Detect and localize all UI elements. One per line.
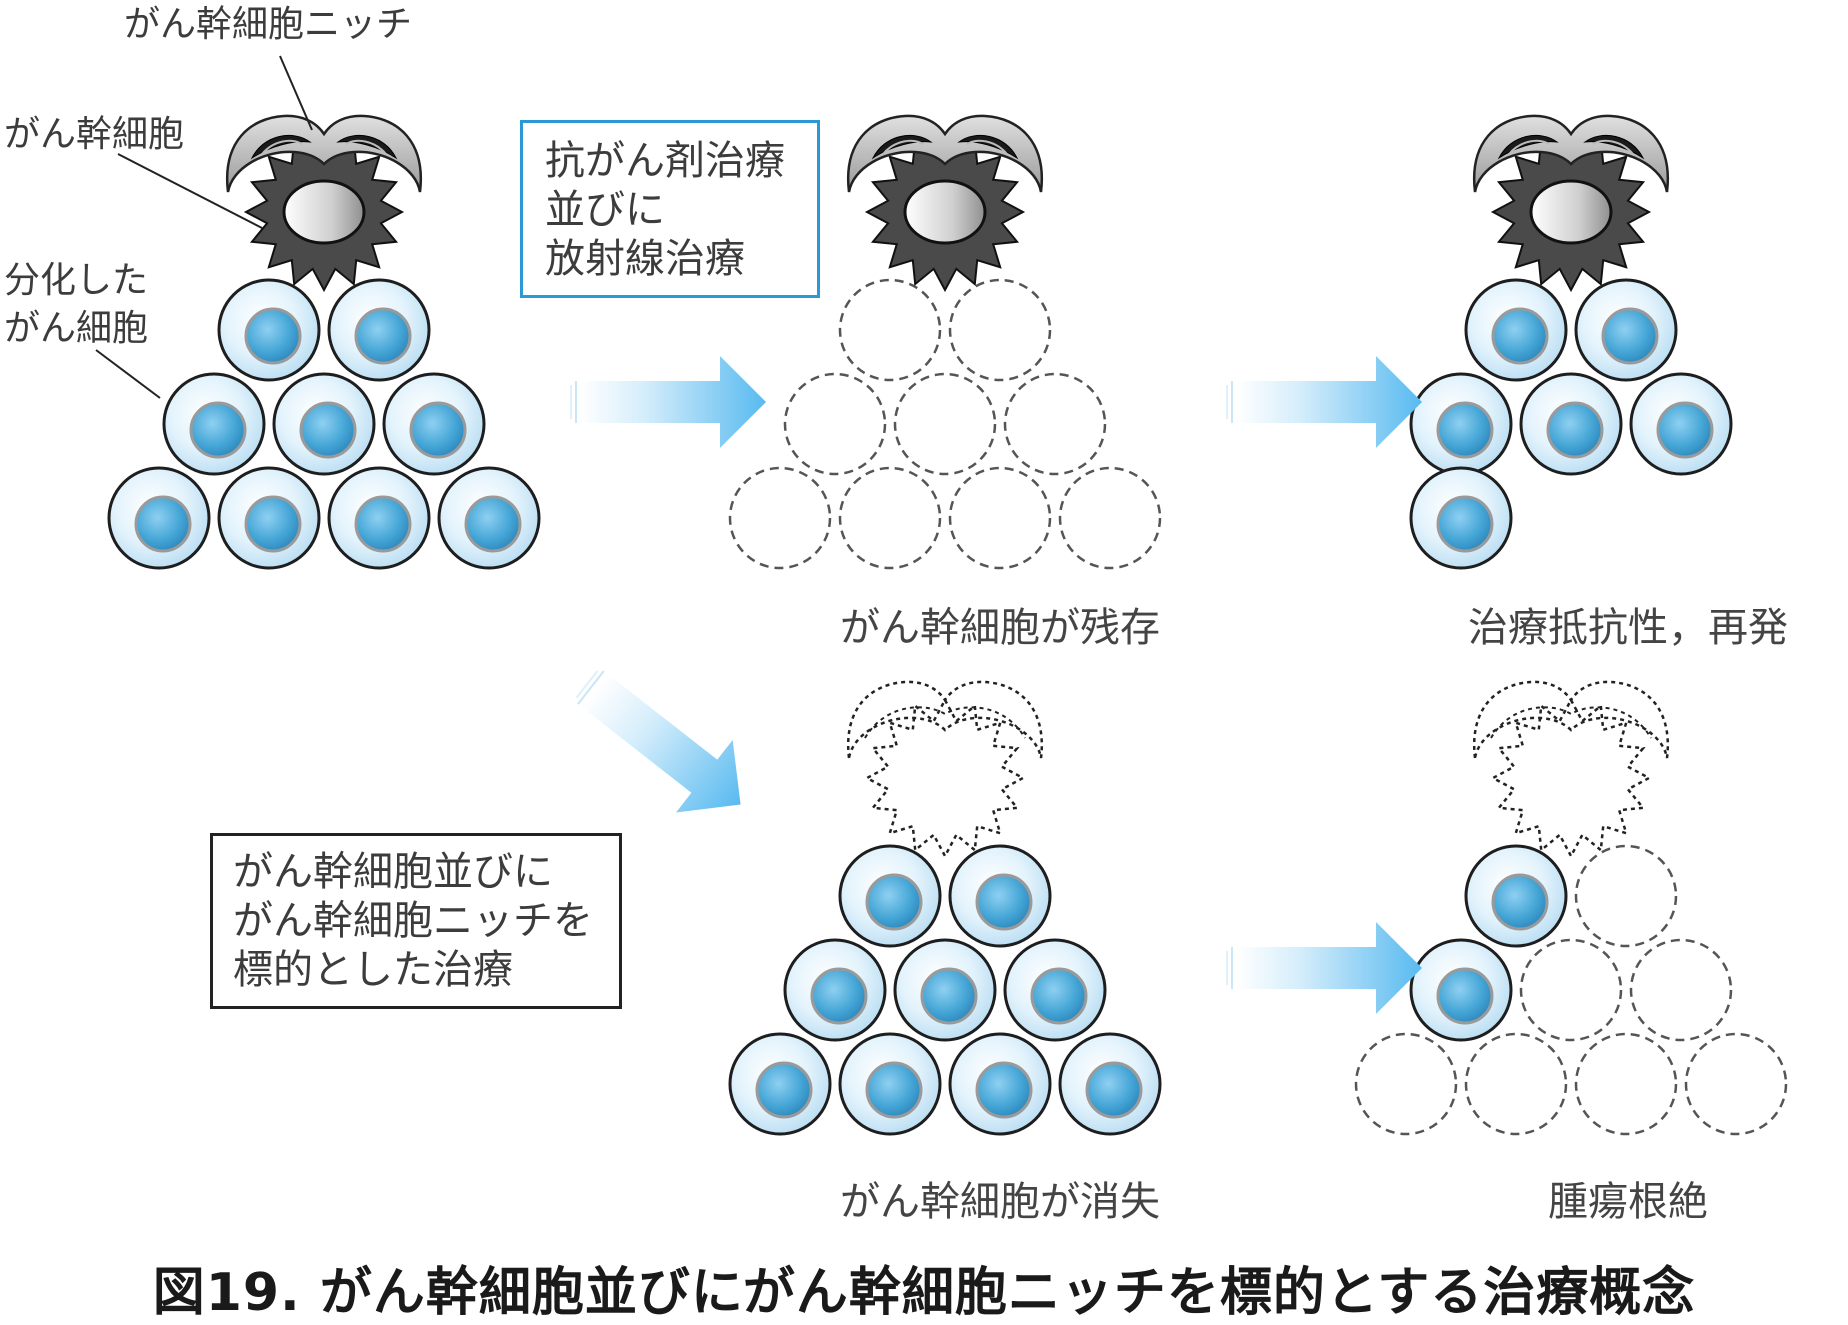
eliminated-niche [846, 680, 1044, 759]
arrow-targeted-therapy [575, 670, 741, 813]
remaining-differentiated-cell [1058, 1032, 1162, 1136]
destroyed-cell [948, 278, 1052, 382]
destroyed-cell [1003, 372, 1107, 476]
conventional-treatment-line-3: 放射線治療 [545, 236, 745, 282]
differentiated-cell [107, 466, 211, 570]
relapsed-cell [1409, 372, 1513, 476]
targeted-treatment-box: がん幹細胞並びに がん幹細胞ニッチを 標的とした治療 [210, 833, 622, 1009]
destroyed-cell [948, 466, 1052, 570]
relapsed-cell [1464, 278, 1568, 382]
caption-tumor-eradication: 腫瘍根絶 [1548, 1179, 1708, 1225]
differentiated-cell [327, 466, 431, 570]
relapsed-cell [1519, 372, 1623, 476]
relapse-stem-cell [1490, 131, 1652, 293]
label-stem-cell: がん幹細胞 [4, 114, 185, 155]
arrow-to-relapse [1226, 356, 1422, 448]
caption-stem-cell-remains: がん幹細胞が残存 [840, 605, 1160, 651]
residual-cell [1409, 938, 1513, 1042]
targeted-treatment-line-1: がん幹細胞並びに [233, 849, 553, 895]
differentiated-cell [217, 278, 321, 382]
eradicated-cell [1629, 938, 1733, 1042]
residual-cell [1464, 844, 1568, 948]
eradicated-cell [1574, 1032, 1678, 1136]
eliminated-niche [1472, 680, 1670, 759]
relapse-niche [1472, 114, 1670, 193]
arrow-conventional-therapy [570, 356, 766, 448]
stem-cell-niche [225, 114, 423, 193]
differentiated-cell [162, 372, 266, 476]
eradicated-cell [1464, 1032, 1568, 1136]
remaining-differentiated-cell [783, 938, 887, 1042]
conventional-treatment-box: 抗がん剤治療 並びに 放射線治療 [520, 120, 820, 298]
remaining-differentiated-cell [1003, 938, 1107, 1042]
eliminated-stem-cell [1490, 697, 1652, 859]
relapsed-cell [1629, 372, 1733, 476]
destroyed-cell [838, 278, 942, 382]
niche-leader-line [279, 55, 313, 131]
eradicated-cell [1684, 1032, 1788, 1136]
arrow-to-eradication [1226, 922, 1422, 1014]
label-differentiated-line1: 分化した [4, 260, 149, 301]
relapsed-cell [1409, 466, 1513, 570]
eliminated-stem-cell [864, 697, 1026, 859]
targeted-treatment-line-3: 標的とした治療 [233, 947, 513, 993]
destroyed-cell [728, 466, 832, 570]
eradicated-cell [1354, 1032, 1458, 1136]
remaining-differentiated-cell [948, 844, 1052, 948]
differentiated-cell [437, 466, 541, 570]
destroyed-cell [893, 372, 997, 476]
relapsed-cell [1574, 278, 1678, 382]
label-differentiated-line2: がん細胞 [4, 308, 149, 349]
cancer-stem-cell [243, 131, 405, 293]
differentiated-cell [327, 278, 431, 382]
label-niche: がん幹細胞ニッチ [124, 4, 413, 45]
differentiated-leader-line [95, 349, 161, 399]
differentiated-cell [382, 372, 486, 476]
remaining-differentiated-cell [838, 1032, 942, 1136]
destroyed-cell [838, 466, 942, 570]
conventional-treatment-line-2: 並びに [545, 187, 665, 233]
eradicated-cell [1574, 844, 1678, 948]
differentiated-cell [217, 466, 321, 570]
stem-cell-leader-line [117, 153, 263, 229]
remaining-differentiated-cell [948, 1032, 1052, 1136]
remaining-differentiated-cell [893, 938, 997, 1042]
remaining-differentiated-cell [728, 1032, 832, 1136]
eradicated-cell [1519, 938, 1623, 1042]
surviving-niche [846, 114, 1044, 193]
figure-title: 図19. がん幹細胞並びにがん幹細胞ニッチを標的とする治療概念 [152, 1263, 1696, 1323]
caption-stem-cell-disappears: がん幹細胞が消失 [840, 1179, 1160, 1225]
destroyed-cell [1058, 466, 1162, 570]
remaining-differentiated-cell [838, 844, 942, 948]
conventional-treatment-line-1: 抗がん剤治療 [545, 138, 785, 184]
destroyed-cell [783, 372, 887, 476]
caption-resistance-relapse: 治療抵抗性，再発 [1468, 605, 1788, 651]
targeted-treatment-line-2: がん幹細胞ニッチを [233, 898, 593, 944]
surviving-stem-cell [864, 131, 1026, 293]
differentiated-cell [272, 372, 376, 476]
